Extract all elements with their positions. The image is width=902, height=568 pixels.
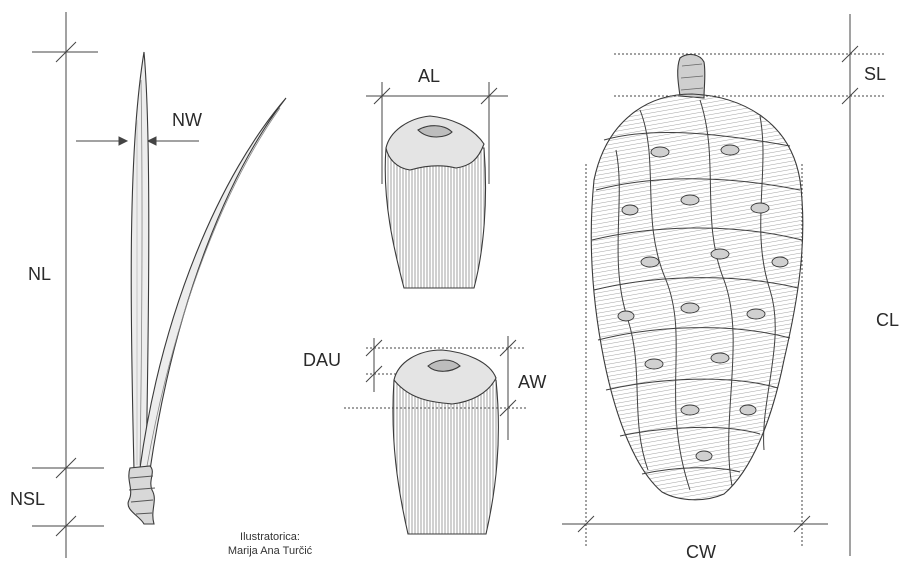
label-cl: CL [876,310,899,330]
needle-dimension-lines [32,12,199,558]
straight-needle [131,52,149,470]
label-nl: NL [28,264,51,284]
nw-right-arrowhead [148,137,156,145]
cone-body [591,94,803,500]
curved-needle [140,98,286,470]
label-sl: SL [864,64,886,84]
illustrator-credit: Ilustratorica: Marija Ana Turčić [228,531,313,557]
pine-needles-drawing [128,52,286,524]
pine-cone-drawing [591,55,803,500]
credit-line-2: Marija Ana Turčić [228,545,313,557]
needle-sheath [128,466,154,524]
label-aw: AW [518,372,546,392]
label-nsl: NSL [10,489,45,509]
nw-left-arrowhead [119,137,127,145]
label-nw: NW [172,110,202,130]
label-dau: DAU [303,350,341,370]
credit-line-1: Ilustratorica: [240,531,300,543]
apophysis-side-view [393,350,498,534]
apophysis-top-view [385,116,485,288]
label-al: AL [418,66,440,86]
label-cw: CW [686,542,716,562]
